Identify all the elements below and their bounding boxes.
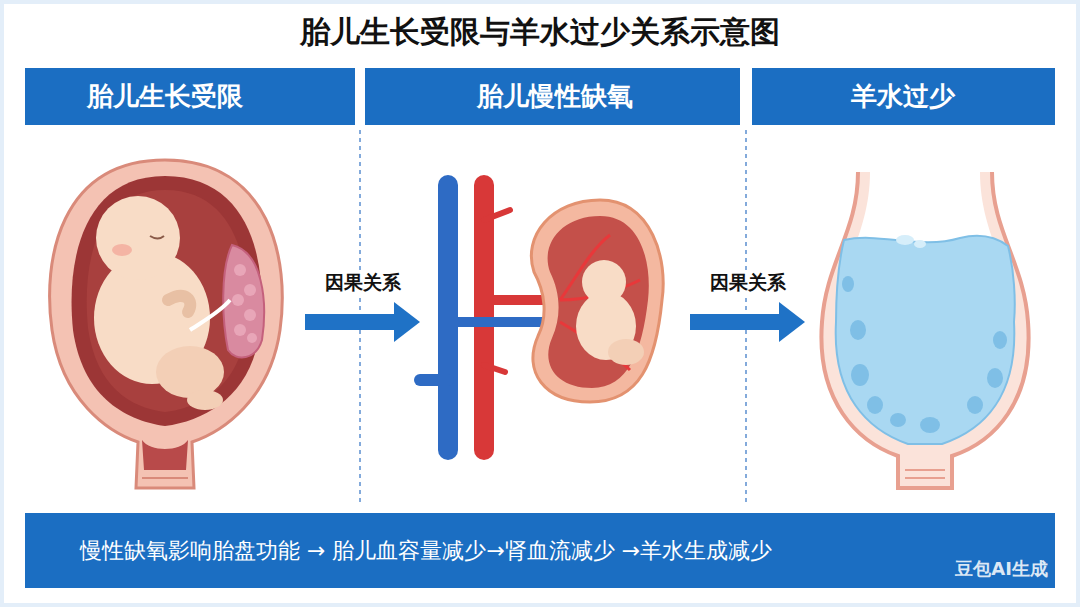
causal-arrow <box>690 302 805 342</box>
header-text: 羊水过少 <box>805 68 1001 125</box>
panel-header: 胎儿生长受限 <box>25 68 305 505</box>
kidney-figure <box>420 175 663 460</box>
header-band <box>752 68 1055 125</box>
summary-text: 慢性缺氧影响胎盘功能 → 胎儿血容量减少→肾血流减少 →羊水生成减少 <box>80 513 1055 588</box>
header-text: 胎儿慢性缺氧 <box>420 68 690 125</box>
watermark: 豆包AI生成 <box>955 557 1048 581</box>
edge-label: 因果关系 <box>708 270 788 296</box>
panel-header: 羊水过少 <box>805 68 1001 505</box>
panel-header: 胎儿慢性缺氧 <box>420 68 690 505</box>
header-band <box>25 68 355 125</box>
diagram-title: 胎儿生长受限与羊水过少关系示意图 <box>0 12 1080 53</box>
amniotic-sac-figure <box>821 172 1028 488</box>
header-band <box>365 68 740 125</box>
summary-band: 慢性缺氧影响胎盘功能 → 胎儿血容量减少→肾血流减少 →羊水生成减少 <box>25 513 1055 588</box>
header-text: 胎儿生长受限 <box>25 68 305 125</box>
uterus-figure <box>50 160 283 488</box>
causal-arrow <box>305 302 420 342</box>
edge-label: 因果关系 <box>323 270 403 296</box>
